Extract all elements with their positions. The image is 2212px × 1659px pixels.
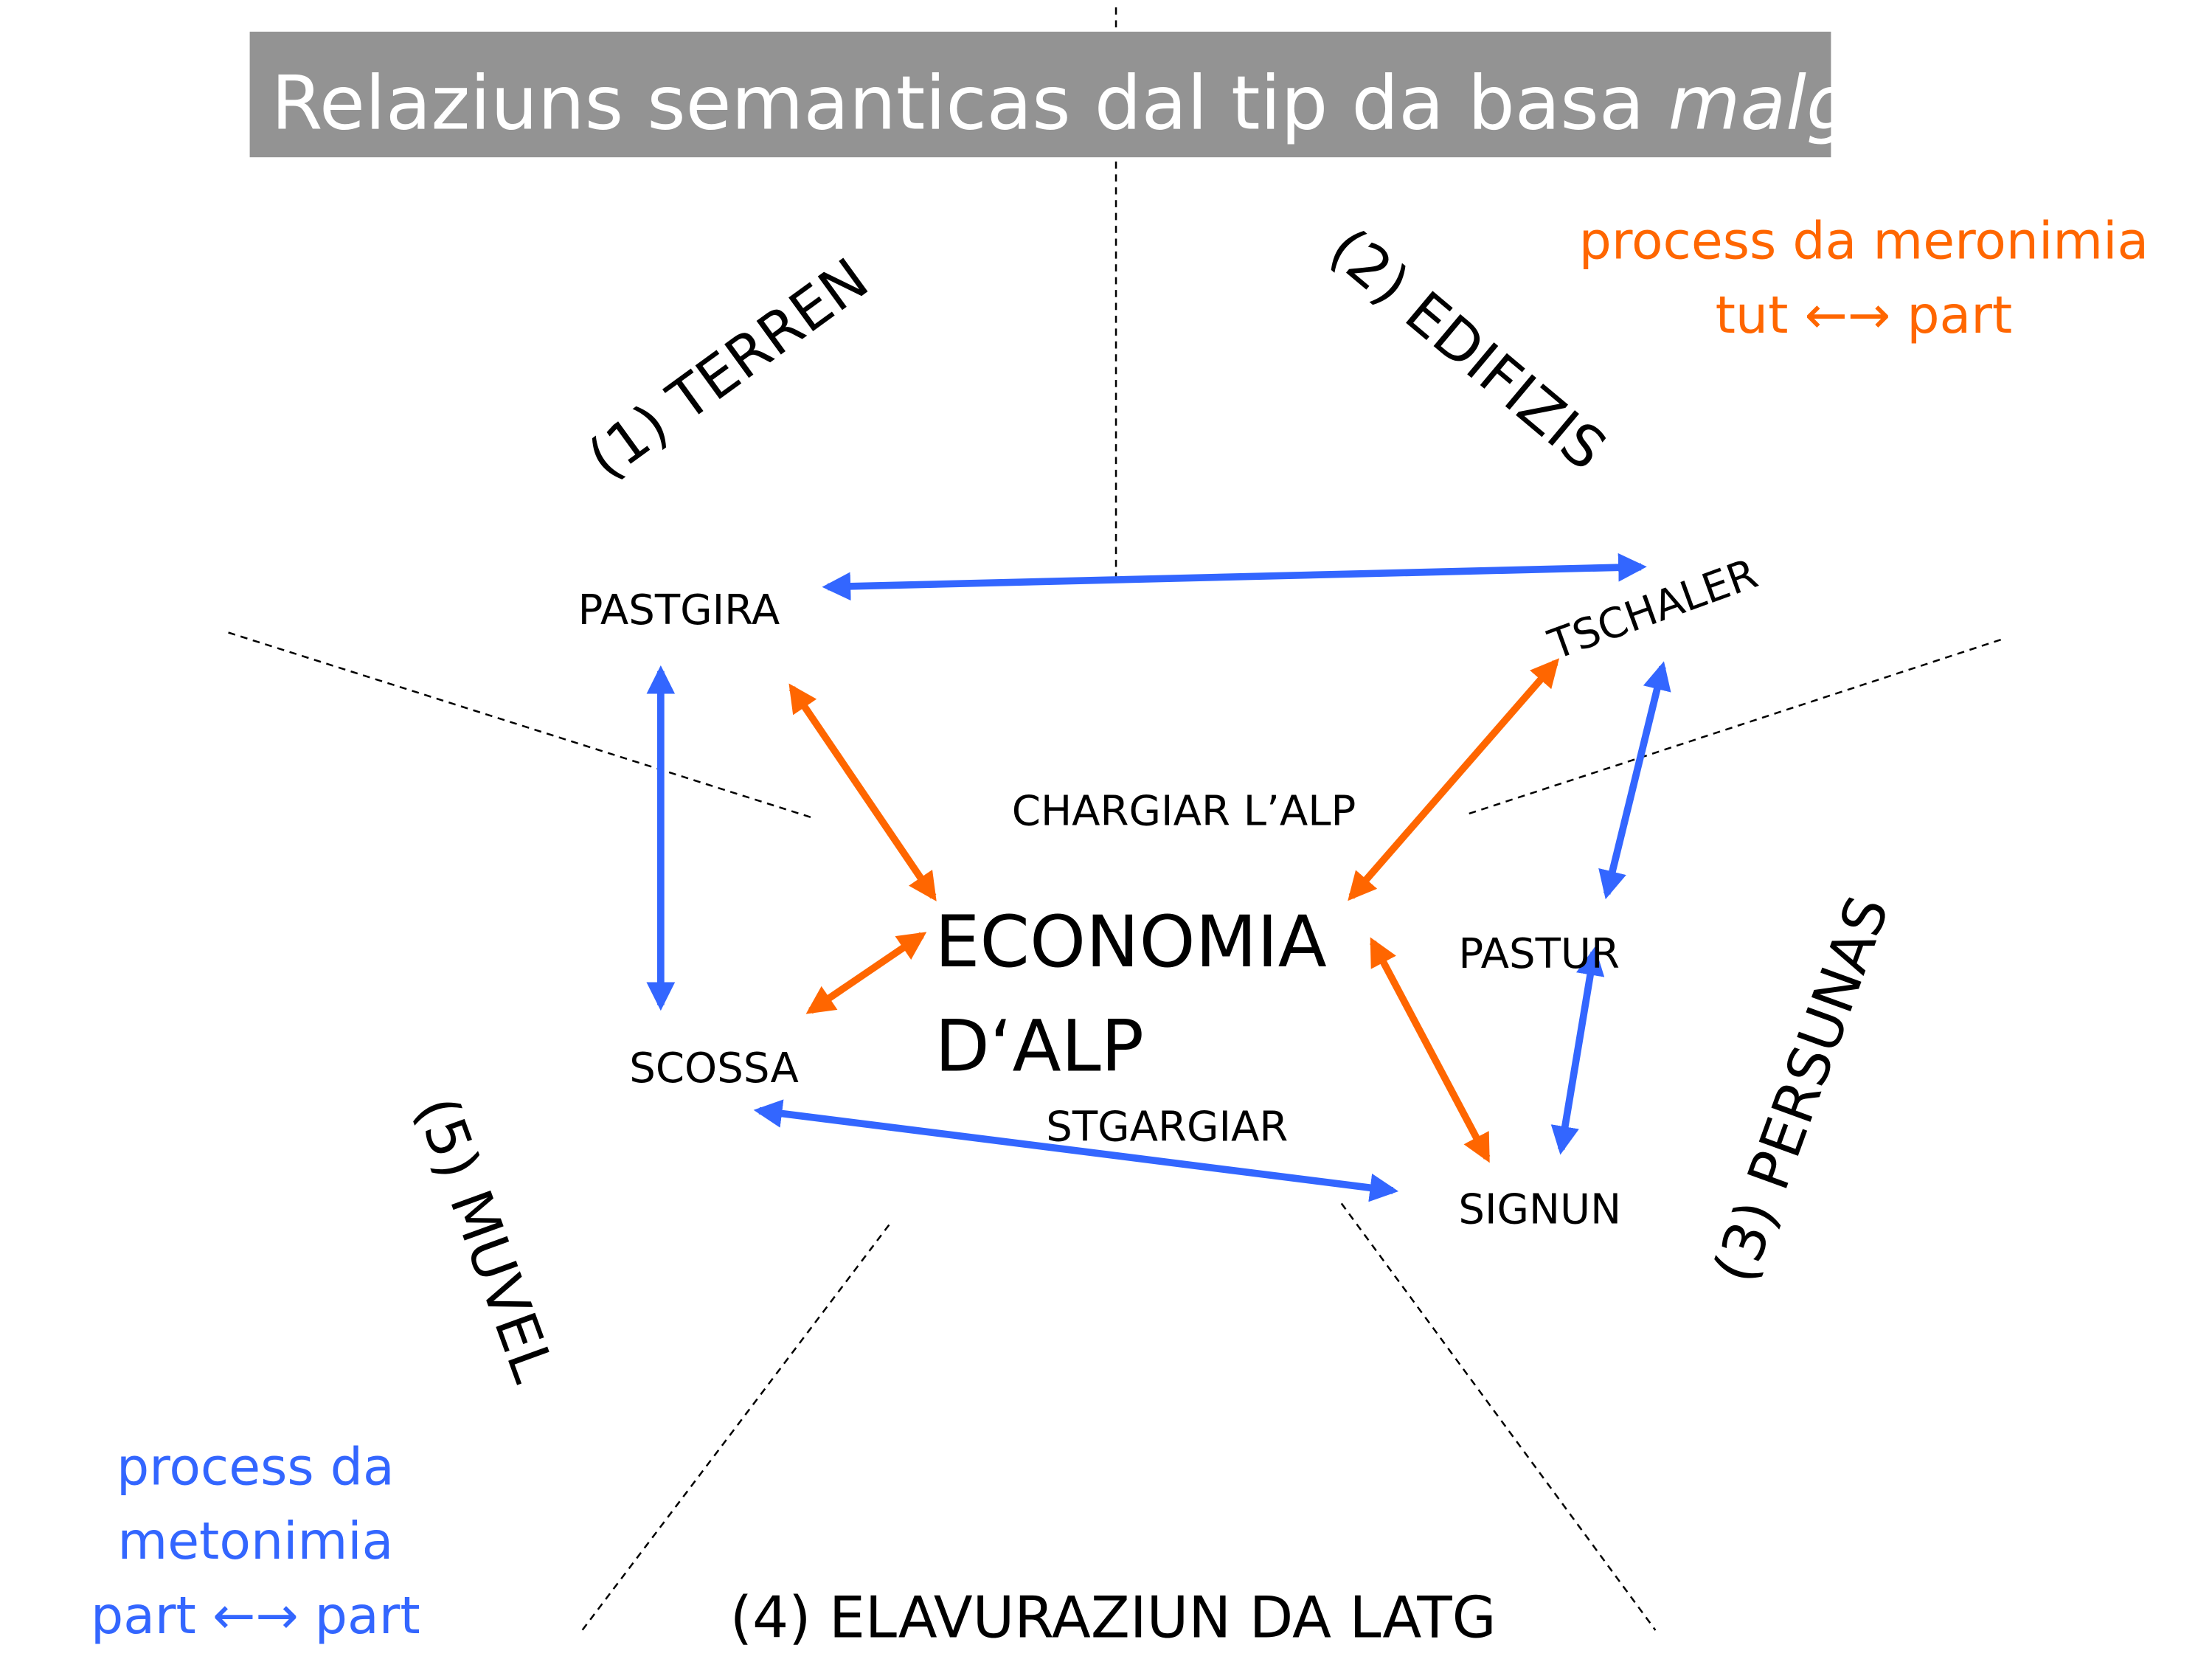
divider-line [1463, 638, 2002, 817]
legend-metonimia: process da metonimia part ←→ part [91, 1438, 420, 1646]
arrow-pastgira-economia [788, 683, 937, 901]
node-signun: SIGNUN [1458, 1186, 1621, 1234]
divider-line [1340, 1202, 1657, 1631]
divider-line [581, 1224, 890, 1631]
node-pastgira: PASTGIRA [578, 586, 780, 634]
category-muvel: (5) MUVEL [403, 1089, 566, 1390]
category-terren: (1) TERREN [576, 246, 881, 492]
category-persunas: (3) PERSUNAS [1702, 888, 1902, 1292]
arrow-pastur-signun [1550, 946, 1605, 1155]
arrow-pastgira-tschaler [822, 553, 1647, 601]
arrow-scossa-economia [805, 932, 927, 1014]
arrow-scossa-signun [753, 1099, 1399, 1202]
center-concept: ECONOMIA D‘ALP [935, 900, 1349, 1087]
category-elavuraziun: (4) ELAVURAZIUN DA LATG [730, 1585, 1497, 1652]
node-chargiar: CHARGIAR L’ALP [1012, 788, 1356, 836]
node-pastur: PASTUR [1458, 930, 1620, 978]
page-title: Relaziuns semanticas dal tip da basa mal… [271, 60, 1899, 146]
legend-meronimia: process da meronimia tut ←→ part [1579, 212, 2149, 346]
legend-meronimia-line2: tut ←→ part [1716, 285, 2013, 345]
arrow-tschaler-pastur [1598, 661, 1671, 900]
legend-metonimia-line1: process da [117, 1438, 395, 1497]
metonymy-arrows [646, 553, 1671, 1202]
legend-meronimia-line1: process da meronimia [1579, 212, 2149, 271]
arrow-economia-signun [1370, 937, 1491, 1163]
legend-metonimia-line3: part ←→ part [91, 1586, 420, 1646]
divider-line [228, 631, 814, 820]
arrow-tschaler-economia [1348, 658, 1560, 901]
meronymy-arrows [788, 658, 1560, 1163]
node-stgargiar: STGARGIAR [1046, 1103, 1288, 1151]
node-scossa: SCOSSA [629, 1045, 799, 1092]
title-banner: Relaziuns semanticas dal tip da basa mal… [249, 31, 1899, 158]
legend-metonimia-line2: metonimia [117, 1511, 393, 1571]
category-edifizis: (2) EDIFIZIS [1317, 215, 1618, 483]
